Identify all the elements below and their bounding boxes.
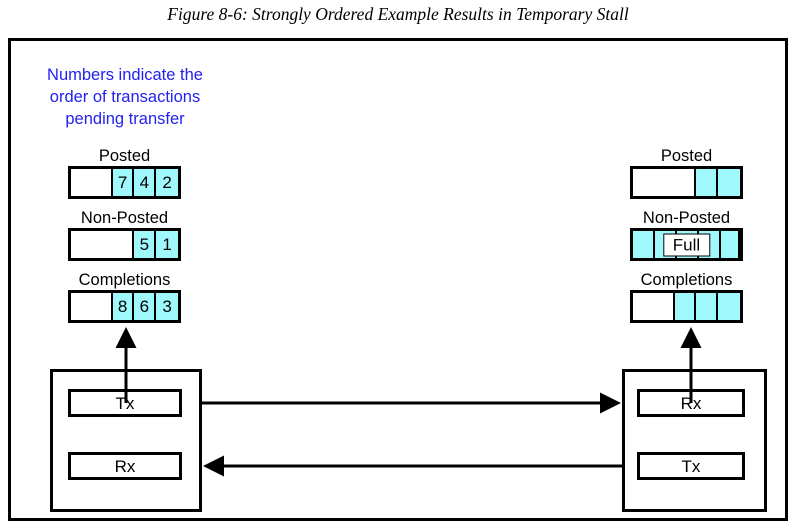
left-buffer-posted-queue: 7 4 2	[68, 166, 181, 199]
buffer-cell: 5	[134, 231, 157, 258]
annotation-line-3: pending transfer	[65, 110, 185, 128]
left-device-tx-label: Tx	[115, 393, 135, 413]
left-buffer-non-posted: Non-Posted 5 1	[68, 208, 181, 261]
left-buffer-posted-label: Posted	[98, 147, 151, 165]
buffer-cell	[71, 231, 135, 258]
right-buffer-posted-queue	[630, 166, 743, 199]
left-buffer-completions-queue: 8 6 3	[68, 290, 181, 323]
left-device-tx-port: Tx	[68, 389, 182, 417]
left-buffer-non-posted-queue: 5 1	[68, 228, 181, 261]
buffer-cell	[71, 169, 113, 196]
buffer-cell	[696, 169, 719, 196]
buffer-cell: 6	[134, 293, 157, 320]
left-buffer-posted: Posted 7 4 2	[68, 146, 181, 199]
buffer-cell: 7	[112, 169, 135, 196]
buffer-cell	[633, 169, 697, 196]
right-buffer-completions-label: Completions	[640, 271, 733, 289]
buffer-cell: 2	[156, 169, 178, 196]
right-buffer-non-posted: Non-Posted Full	[630, 208, 743, 261]
right-device-tx-label: Tx	[681, 456, 701, 476]
annotation-line-1: Numbers indicate the	[47, 66, 203, 84]
buffer-cell	[721, 231, 740, 258]
right-buffer-completions-queue	[630, 290, 743, 323]
buffer-cell: 4	[134, 169, 157, 196]
buffer-cell	[696, 293, 719, 320]
annotation-line-2: order of transactions	[49, 88, 201, 106]
right-device-rx-port: Rx	[637, 389, 745, 417]
left-device-rx-port: Rx	[68, 452, 182, 480]
buffer-cell	[633, 231, 655, 258]
figure-title: Figure 8-6: Strongly Ordered Example Res…	[167, 4, 629, 24]
buffer-cell: 1	[156, 231, 178, 258]
right-buffer-non-posted-queue: Full	[630, 228, 743, 261]
right-buffer-posted: Posted	[630, 146, 743, 199]
annotation-text: Numbers indicate the order of transactio…	[14, 64, 236, 130]
left-buffer-completions: Completions 8 6 3	[68, 270, 181, 323]
buffer-cell	[718, 169, 740, 196]
buffer-cell: 8	[112, 293, 135, 320]
right-device-tx-port: Tx	[637, 452, 745, 480]
buffer-full-badge: Full	[662, 233, 711, 256]
buffer-cell	[674, 293, 697, 320]
buffer-cell	[71, 293, 113, 320]
right-buffer-posted-label: Posted	[660, 147, 713, 165]
buffer-cell	[718, 293, 740, 320]
buffer-cell: 3	[156, 293, 178, 320]
right-buffer-non-posted-label: Non-Posted	[642, 209, 731, 227]
left-buffer-non-posted-label: Non-Posted	[80, 209, 169, 227]
left-device-rx-label: Rx	[114, 456, 136, 476]
right-device-rx-label: Rx	[680, 393, 702, 413]
right-buffer-completions: Completions	[630, 270, 743, 323]
buffer-cell	[633, 293, 675, 320]
left-buffer-completions-label: Completions	[78, 271, 171, 289]
